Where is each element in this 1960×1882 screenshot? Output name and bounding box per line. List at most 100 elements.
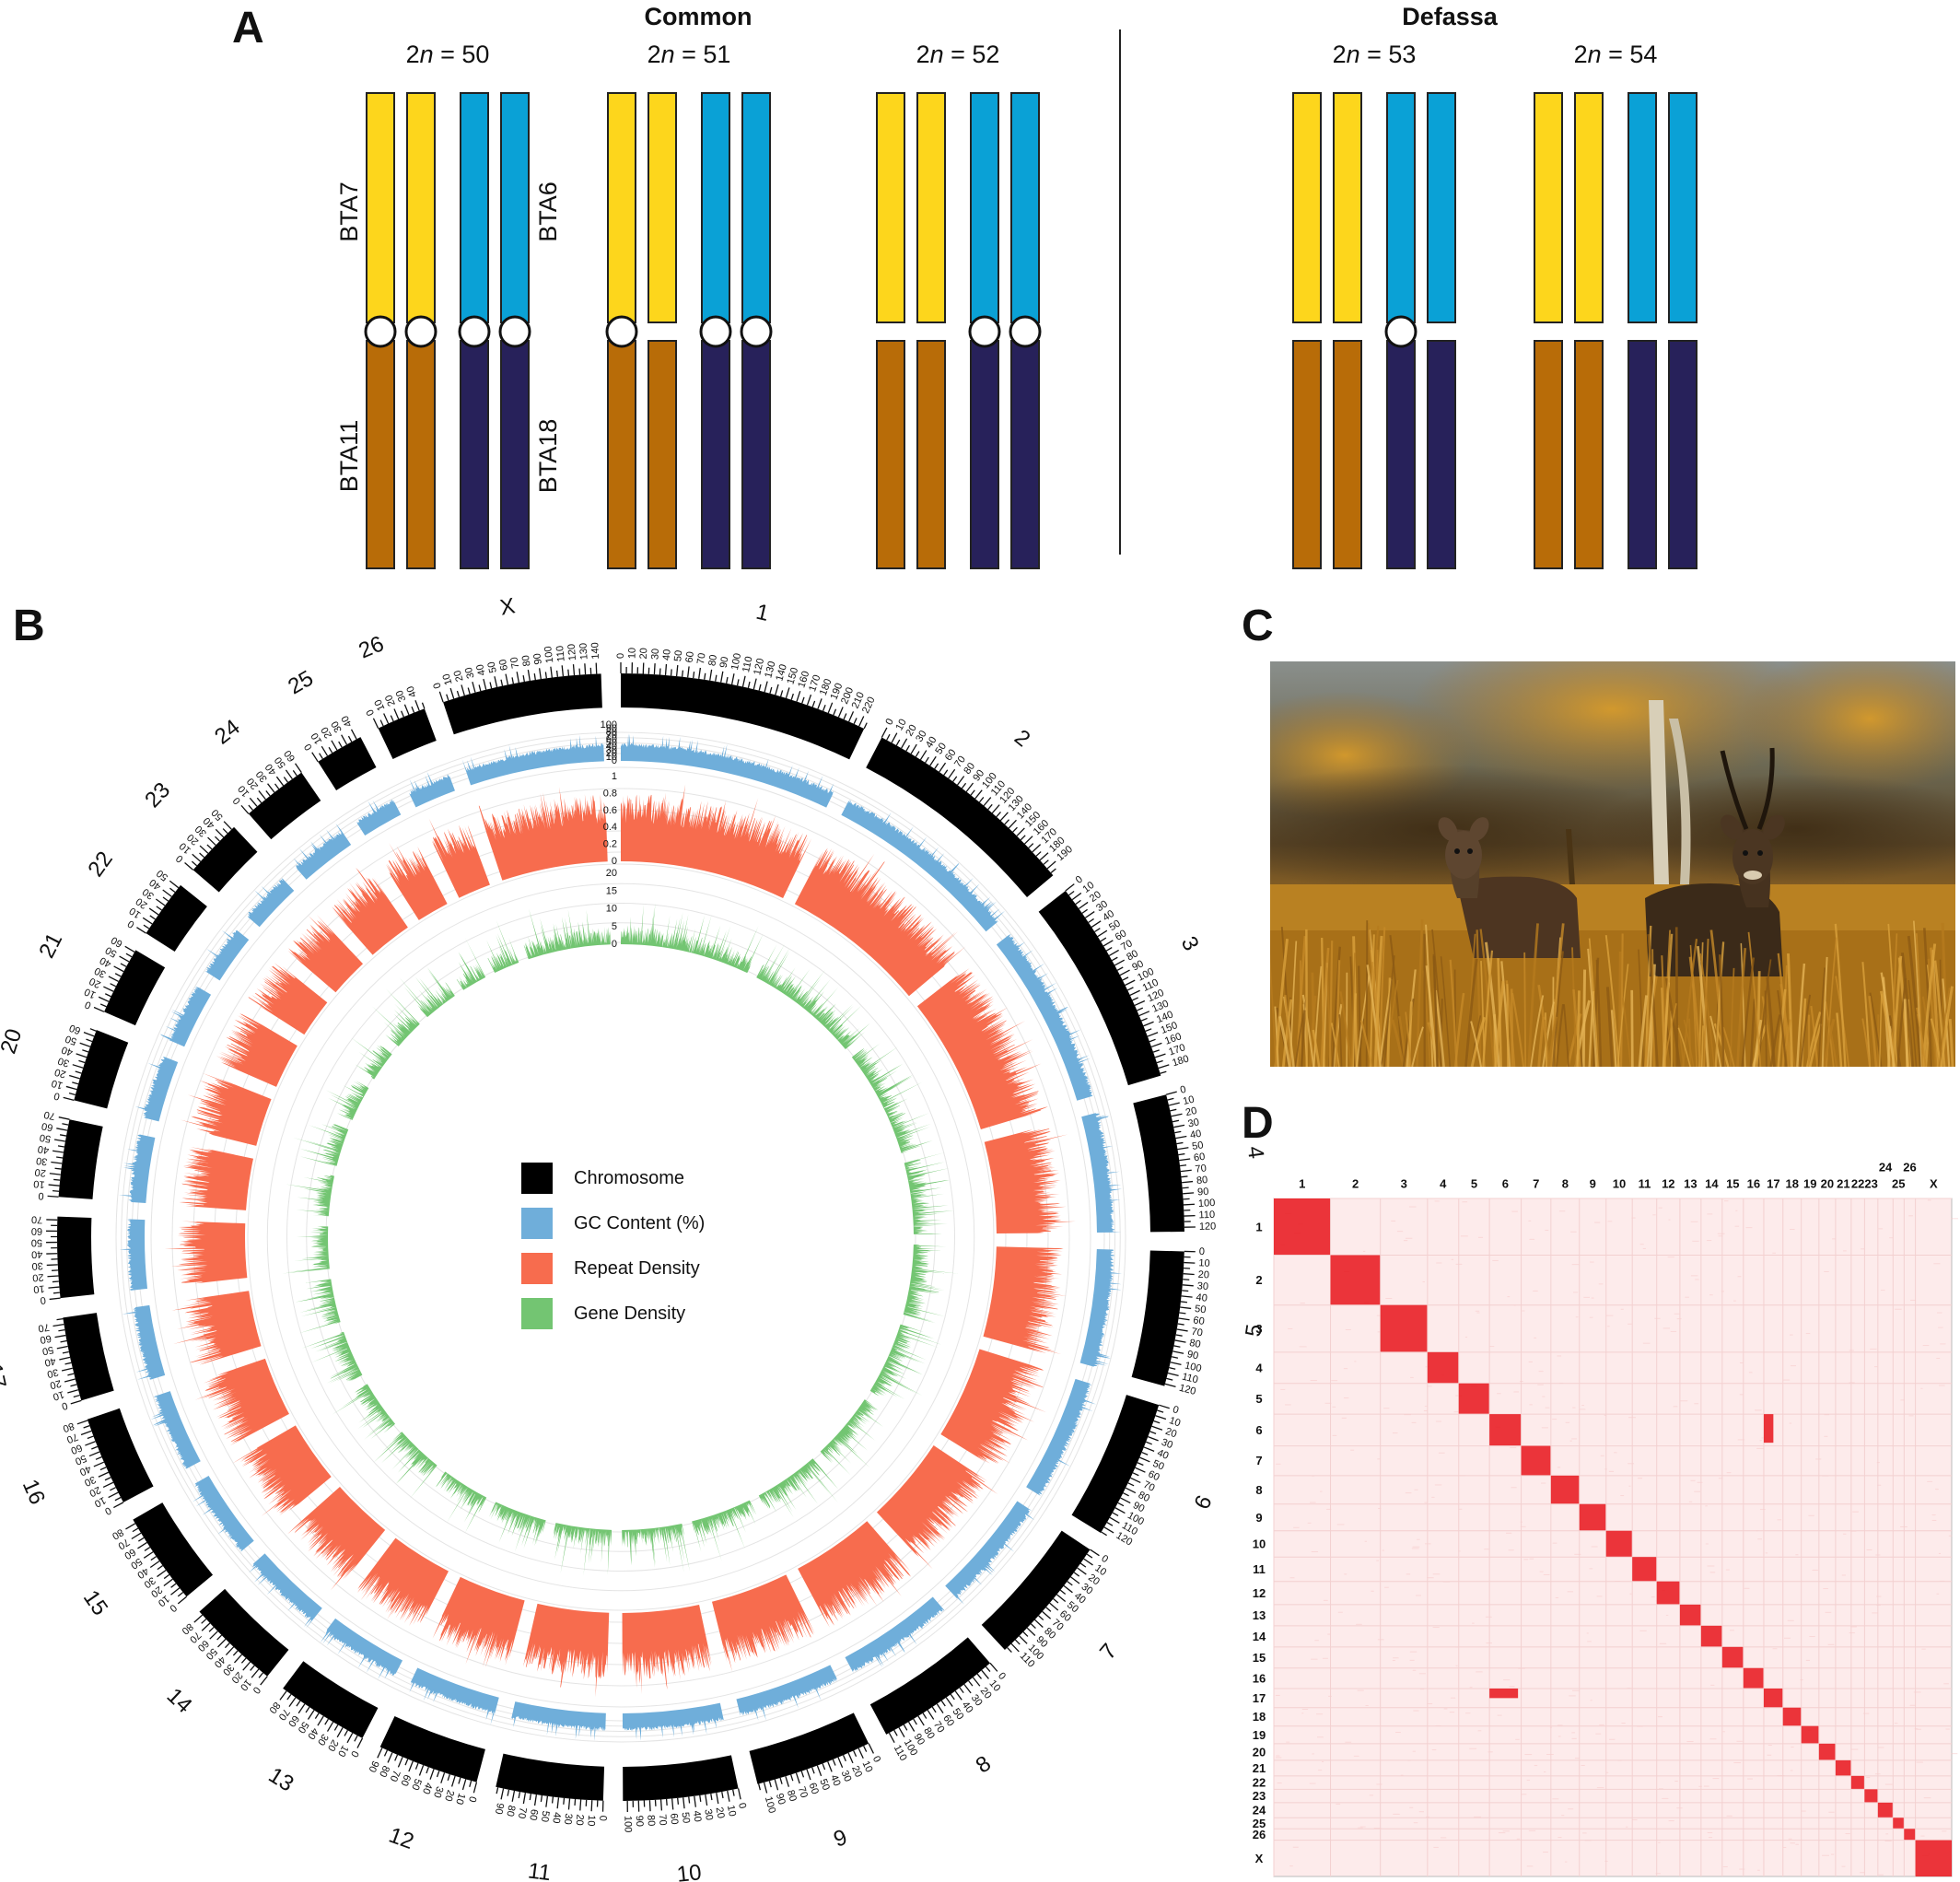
tick-label: 50	[39, 1131, 52, 1144]
tick-label: 0	[883, 717, 895, 727]
tick-label: 80	[110, 1526, 125, 1542]
gene-density-track	[904, 1151, 955, 1234]
gene-density-track	[692, 1500, 757, 1562]
karyotype-label: 2n = 51	[648, 41, 731, 68]
hic-side-label: 12	[1253, 1586, 1266, 1600]
gc-content-track	[622, 1702, 724, 1741]
hic-side-label: 21	[1253, 1761, 1266, 1775]
tick-label: 80	[785, 1789, 799, 1803]
repeat-density-track	[432, 1576, 525, 1668]
repeat-density-track	[621, 784, 812, 898]
repeat-density-track	[171, 1291, 262, 1365]
chromosome-arm-upper	[741, 92, 771, 323]
tick-label: 20	[88, 1484, 102, 1499]
tick-label: 70	[657, 1814, 669, 1826]
gc-axis-label: 90	[606, 723, 617, 734]
tick-label: 40	[828, 1773, 843, 1788]
tick-label: 60	[286, 1713, 301, 1729]
repeat-density-track	[798, 1521, 911, 1628]
legend-swatch	[521, 1163, 553, 1194]
chromosome-arm-upper	[876, 92, 905, 323]
tick-label: 50	[273, 754, 288, 770]
tick-label: 10	[83, 986, 98, 1000]
tick-label: 30	[56, 1055, 70, 1069]
chromosome-ideogram	[869, 1637, 991, 1735]
tick-label: 10	[441, 672, 455, 686]
legend-swatch	[521, 1208, 553, 1239]
tick-label: 10	[33, 1283, 45, 1295]
gene-density-track	[523, 907, 611, 960]
tick-label: 80	[1137, 1490, 1151, 1504]
chromosome-arm-upper	[500, 92, 530, 323]
hic-diagonal-block	[1721, 1646, 1744, 1668]
tick-label: 10	[1198, 1257, 1210, 1269]
repeat-axis-label: 0.2	[603, 839, 617, 850]
chromosome-name-label: 4	[1242, 1145, 1269, 1161]
gc-axis-label: 50	[606, 738, 617, 749]
repeat-density-track	[164, 1221, 248, 1284]
tick-label: 20	[49, 1377, 63, 1391]
gc-content-track	[511, 1701, 606, 1741]
chromosome-name-label: 10	[675, 1860, 702, 1882]
tick-label: 40	[60, 1044, 74, 1058]
hic-block-X: XX	[1255, 1177, 1952, 1876]
gene-density-track	[553, 1523, 612, 1576]
tick-label: 30	[31, 1260, 43, 1272]
chromosome-ideogram	[63, 1313, 114, 1401]
tick-label: 80	[645, 1815, 657, 1827]
chromosome-ideogram	[192, 826, 258, 893]
hic-diagonal-block	[1427, 1351, 1459, 1384]
tick-label: 30	[562, 1813, 574, 1825]
tick-label: 60	[943, 747, 959, 763]
karyotype-label: 2n = 52	[916, 41, 1000, 68]
chromosome-ideogram	[1133, 1094, 1184, 1233]
chromosome-name-label: 7	[1095, 1639, 1122, 1665]
tick-label: 40	[340, 714, 355, 729]
repeat-axis-label: 0	[612, 856, 617, 867]
hic-top-label: 11	[1639, 1177, 1651, 1191]
chromosome-name-label: 5	[1241, 1323, 1267, 1338]
hic-top-label: 9	[1590, 1177, 1596, 1191]
gene-density-track	[325, 1081, 369, 1120]
tick-label: 70	[43, 1108, 56, 1121]
hic-diagonal-block	[1835, 1759, 1851, 1776]
chromosome-name-label: 11	[527, 1858, 553, 1882]
hic-offdiag-block	[1489, 1688, 1519, 1699]
tick-label: 30	[142, 1574, 158, 1590]
chromosome-arm-upper	[648, 92, 677, 323]
chromosome-ideogram	[87, 1408, 154, 1502]
karyotype-label: 2n = 54	[1574, 41, 1658, 68]
gene-density-track	[436, 1471, 487, 1534]
hic-block-2: 22	[1255, 1177, 1952, 1876]
chromosome-ideogram	[58, 1119, 103, 1199]
chromosome-name-label: 22	[83, 847, 118, 881]
tick-label: 40	[1196, 1292, 1208, 1304]
tick-label: 80	[520, 654, 533, 667]
chromosome-ideogram	[981, 1530, 1091, 1651]
gene-density-track	[371, 988, 420, 1046]
gc-content-track	[409, 1667, 499, 1725]
repeat-density-track	[916, 968, 1048, 1130]
hic-block-9: 99	[1255, 1177, 1952, 1876]
gene-density-track	[456, 937, 486, 990]
chromosome-arm-lower	[460, 340, 489, 569]
gc-content-track	[134, 1057, 179, 1122]
tick-label: 30	[969, 1692, 985, 1708]
hic-side-label: 18	[1253, 1710, 1266, 1724]
chromosome-arm-lower	[741, 340, 771, 569]
tick-label: 30	[1094, 898, 1110, 914]
chromosome-ideogram	[248, 772, 321, 840]
repeat-density-track	[216, 1013, 298, 1087]
hic-offdiag-block	[1763, 1414, 1774, 1444]
panel-b-letter: B	[13, 602, 45, 650]
tick-label: 110	[1198, 1210, 1215, 1222]
